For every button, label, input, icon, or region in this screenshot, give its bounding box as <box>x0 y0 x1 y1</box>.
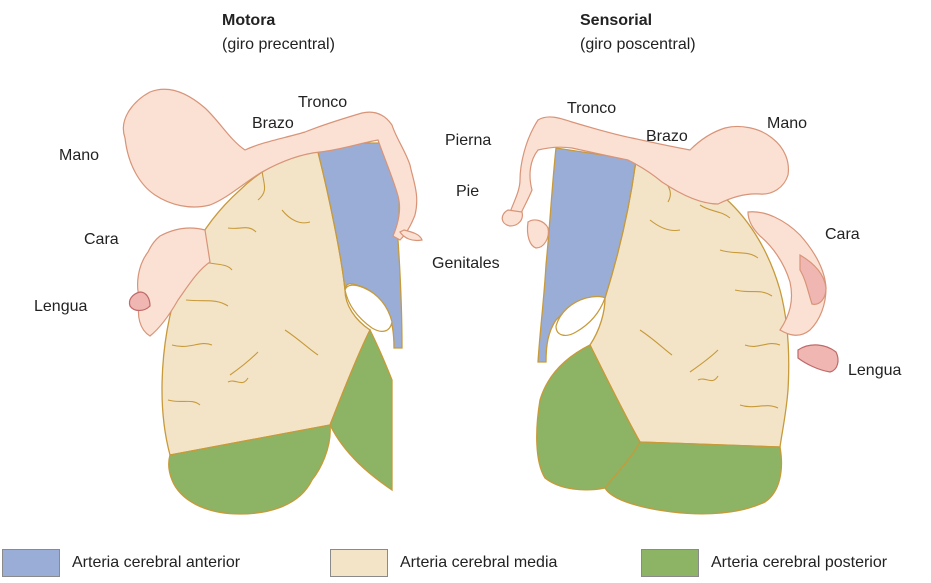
motor-label-pie: Pie <box>456 183 479 200</box>
motor-label-genitales: Genitales <box>432 255 500 272</box>
motor-label-cara: Cara <box>84 231 119 248</box>
motor-label-mano: Mano <box>59 147 99 164</box>
sensory-tongue <box>798 345 838 372</box>
legend-label-media: Arteria cerebral media <box>400 554 557 572</box>
motor-label-lengua: Lengua <box>34 298 87 315</box>
sensory-hemisphere: Sensorial (giro poscentral) Tronco Brazo… <box>502 12 901 514</box>
sensory-label-cara: Cara <box>825 226 860 243</box>
sensory-title: Sensorial <box>580 12 652 29</box>
legend-item-posterior: Arteria cerebral posterior <box>641 548 887 578</box>
sensory-label-tronco: Tronco <box>567 100 616 117</box>
legend-swatch-anterior <box>2 549 60 577</box>
legend-item-media: Arteria cerebral media <box>330 548 557 578</box>
motor-label-pierna: Pierna <box>445 132 491 149</box>
sensory-label-mano: Mano <box>767 115 807 132</box>
motor-label-brazo: Brazo <box>252 115 294 132</box>
motor-tongue <box>129 292 150 311</box>
motor-subtitle: (giro precentral) <box>222 36 335 53</box>
legend-label-anterior: Arteria cerebral anterior <box>72 554 240 572</box>
motor-title: Motora <box>222 12 275 29</box>
legend-label-posterior: Arteria cerebral posterior <box>711 554 887 572</box>
motor-label-tronco: Tronco <box>298 94 347 111</box>
sensory-label-brazo: Brazo <box>646 128 688 145</box>
motor-foot <box>400 230 422 241</box>
legend-swatch-posterior <box>641 549 699 577</box>
sensory-subtitle: (giro poscentral) <box>580 36 696 53</box>
sensory-foot <box>502 210 522 226</box>
motor-hemisphere: Motora (giro precentral) Mano Brazo Tron… <box>34 12 500 514</box>
sensory-label-lengua: Lengua <box>848 362 901 379</box>
legend-swatch-media <box>330 549 388 577</box>
legend-item-anterior: Arteria cerebral anterior <box>2 548 240 578</box>
sensory-hand-small <box>527 220 548 248</box>
